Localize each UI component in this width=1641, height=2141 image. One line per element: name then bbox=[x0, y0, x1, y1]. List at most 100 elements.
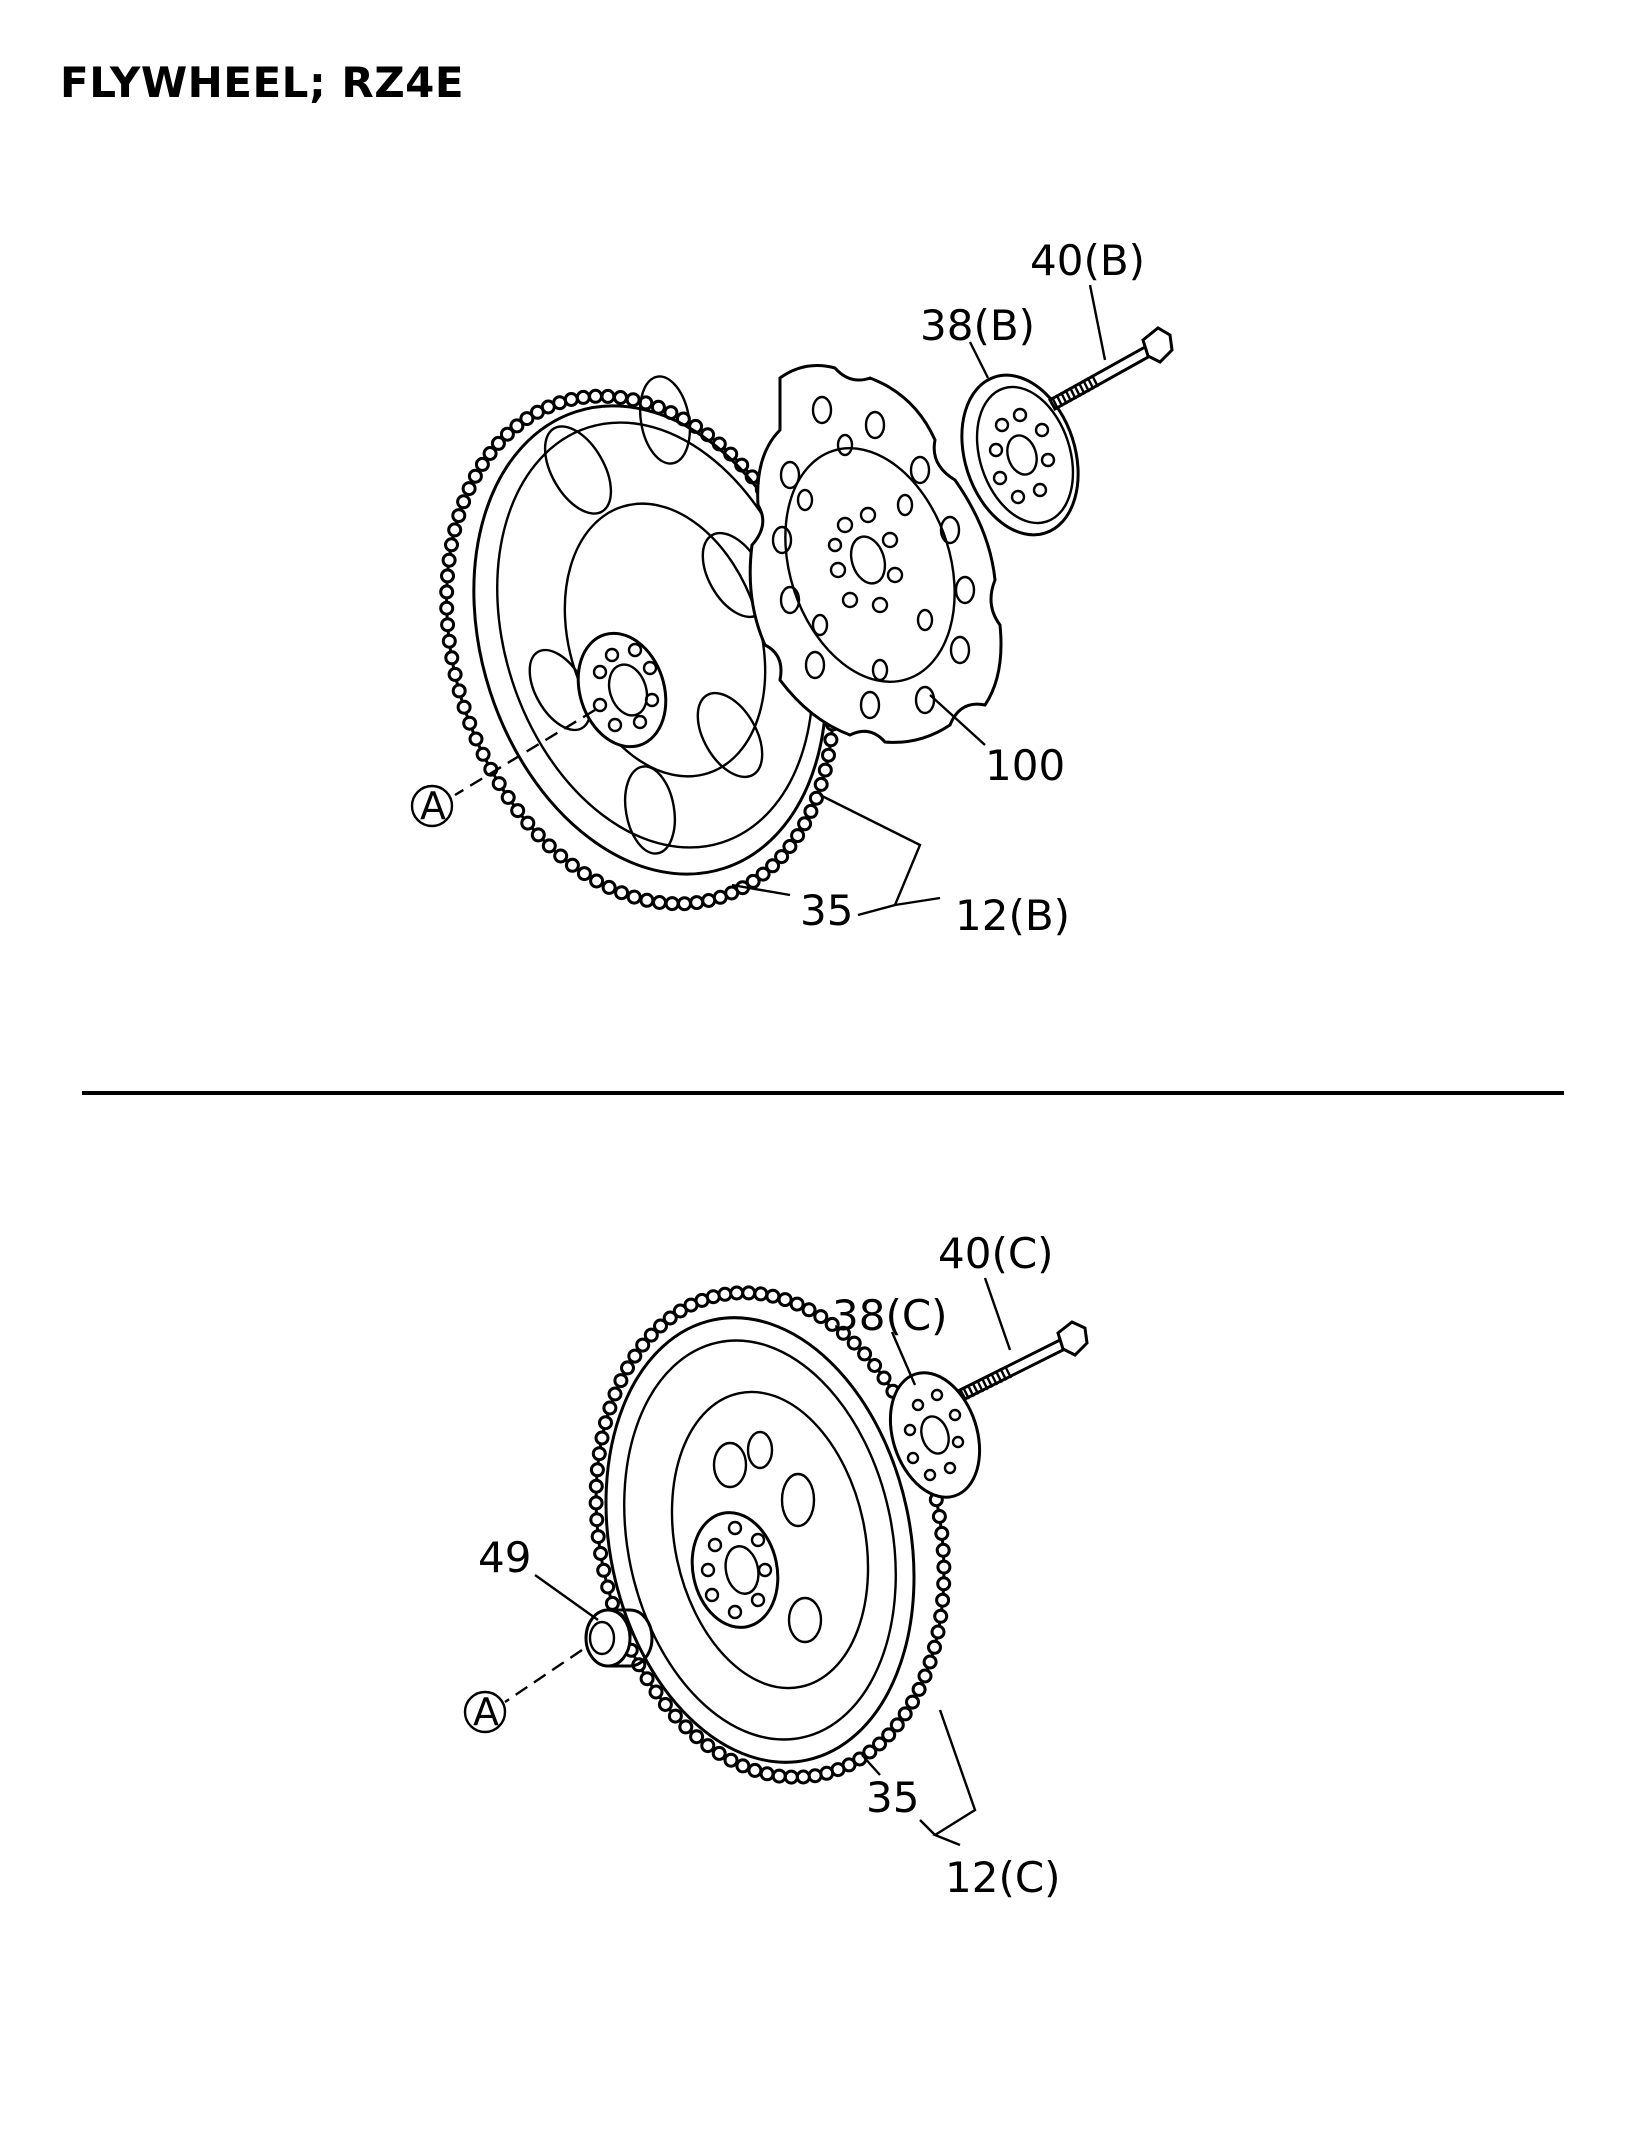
thread-line bbox=[1050, 396, 1060, 410]
gear-tooth bbox=[653, 1318, 668, 1334]
gear-tooth bbox=[625, 392, 641, 408]
gear-tooth bbox=[541, 838, 557, 854]
gear-tooth bbox=[897, 1706, 913, 1722]
gear-tooth bbox=[741, 1285, 757, 1301]
plate-bore-lower bbox=[920, 1415, 950, 1455]
gear-tooth bbox=[491, 776, 507, 792]
thread-line bbox=[1055, 394, 1064, 408]
gear-tooth bbox=[602, 1400, 618, 1416]
gear-tooth bbox=[467, 468, 483, 484]
gear-tooth bbox=[759, 1766, 775, 1782]
gear-tooth bbox=[439, 584, 455, 600]
ref-marker-a-lower: A bbox=[473, 1690, 499, 1734]
gear-tooth bbox=[461, 481, 477, 497]
gear-tooth bbox=[677, 896, 692, 912]
gear-tooth bbox=[735, 1758, 751, 1774]
gear-tooth bbox=[723, 1752, 739, 1768]
gear-tooth bbox=[451, 683, 467, 699]
gear-tooth bbox=[588, 1495, 604, 1511]
gear-tooth bbox=[717, 1286, 733, 1302]
gear-tooth bbox=[576, 866, 592, 882]
thread-line bbox=[985, 1374, 994, 1388]
gear-tooth bbox=[589, 1512, 605, 1528]
gear-tooth bbox=[456, 699, 472, 715]
gear-tooth bbox=[643, 1327, 659, 1343]
label-49: 49 bbox=[478, 1533, 531, 1582]
thread-line bbox=[989, 1372, 999, 1386]
bolt-head-lower bbox=[1056, 1320, 1089, 1357]
bearing-outer bbox=[584, 1608, 632, 1668]
gear-tooth bbox=[441, 633, 457, 649]
gear-tooth bbox=[440, 617, 456, 633]
gear-tooth bbox=[936, 1576, 952, 1592]
gear-tooth bbox=[808, 790, 824, 806]
ref-circle-a-lower bbox=[463, 1690, 507, 1734]
label-40b: 40(B) bbox=[1030, 236, 1145, 285]
gear-tooth bbox=[936, 1559, 952, 1575]
flexplate-bore bbox=[849, 535, 887, 585]
gear-tooth bbox=[790, 828, 806, 844]
gear-tooth bbox=[867, 1358, 883, 1373]
gear-tooth bbox=[817, 762, 833, 778]
gear-tooth bbox=[519, 411, 535, 427]
thread-line bbox=[999, 1367, 1008, 1381]
page-title: FLYWHEEL; RZ4E bbox=[60, 58, 465, 107]
flywheel-bore-lower bbox=[724, 1545, 760, 1595]
gear-tooth bbox=[753, 1286, 769, 1302]
gear-tooth bbox=[648, 1684, 664, 1700]
bolt-40b bbox=[1047, 326, 1174, 412]
gear-tooth bbox=[729, 1285, 745, 1301]
gear-tooth bbox=[813, 1309, 829, 1325]
gear-tooth bbox=[657, 1697, 673, 1712]
thread-line bbox=[1086, 376, 1095, 390]
gear-tooth bbox=[934, 1525, 950, 1541]
thread-line bbox=[1073, 384, 1082, 398]
bolt-thread-lower bbox=[961, 1365, 1013, 1400]
gear-tooth bbox=[447, 522, 463, 538]
gear-tooth bbox=[639, 892, 655, 908]
gear-tooth bbox=[823, 732, 839, 748]
plate-inner bbox=[975, 385, 1075, 525]
gear-tooth bbox=[667, 1708, 683, 1724]
bolt-thread bbox=[1050, 374, 1100, 410]
gear-tooth bbox=[813, 776, 829, 792]
gear-tooth bbox=[635, 1337, 651, 1353]
hub-bolt-holes bbox=[592, 642, 660, 733]
gear-tooth bbox=[803, 803, 819, 819]
gear-tooth bbox=[905, 1694, 920, 1710]
gear-tooth bbox=[593, 1546, 609, 1561]
gear-tooth bbox=[474, 456, 490, 472]
label-12b: 12(B) bbox=[955, 891, 1070, 940]
thread-line bbox=[961, 1386, 971, 1400]
gear-tooth bbox=[711, 1745, 727, 1761]
plate-38c bbox=[888, 1371, 982, 1499]
gear-tooth bbox=[819, 1765, 835, 1781]
gear-tooth bbox=[745, 873, 761, 889]
gear-tooth bbox=[835, 1325, 851, 1341]
gear-tooth bbox=[872, 1736, 887, 1752]
gear-tooth bbox=[701, 893, 717, 908]
gear-tooth bbox=[601, 879, 617, 895]
bolt-head bbox=[1141, 326, 1174, 364]
gear-tooth bbox=[807, 1768, 823, 1784]
flywheel-hub-lower bbox=[690, 1511, 780, 1629]
thread-line bbox=[1064, 389, 1073, 403]
gear-tooth bbox=[604, 1595, 620, 1611]
thread-line bbox=[980, 1377, 989, 1391]
flywheel-face-lower bbox=[670, 1390, 870, 1690]
label-40c: 40(C) bbox=[938, 1229, 1054, 1278]
gear-tooth bbox=[911, 1681, 927, 1697]
label-35-lower: 35 bbox=[866, 1773, 919, 1822]
hub-bolt-holes-lower bbox=[700, 1520, 773, 1620]
gear-tooth bbox=[922, 1654, 938, 1670]
flywheel-bore bbox=[607, 663, 649, 717]
gear-tooth bbox=[600, 388, 616, 404]
gear-tooth bbox=[771, 1768, 787, 1784]
ref-marker-a-upper: A bbox=[420, 784, 446, 828]
gear-tooth bbox=[652, 895, 667, 910]
gear-tooth bbox=[889, 1717, 905, 1733]
upper-leaders bbox=[410, 284, 1107, 917]
gear-tooth bbox=[440, 568, 455, 584]
gear-tooth bbox=[468, 731, 484, 747]
